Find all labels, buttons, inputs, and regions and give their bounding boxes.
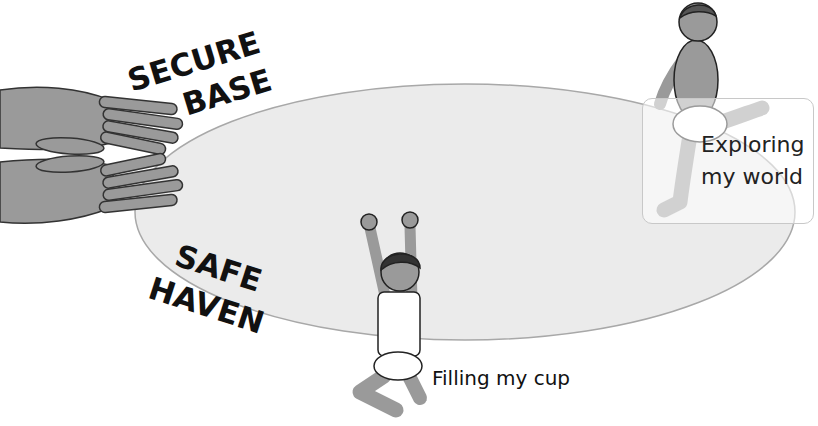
lower-hand <box>0 153 183 224</box>
box-caption: Exploring my world <box>701 129 813 193</box>
filling-baby <box>360 212 422 410</box>
child-caption: Filling my cup <box>432 366 632 390</box>
scene-box: Exploring my world <box>642 98 814 224</box>
